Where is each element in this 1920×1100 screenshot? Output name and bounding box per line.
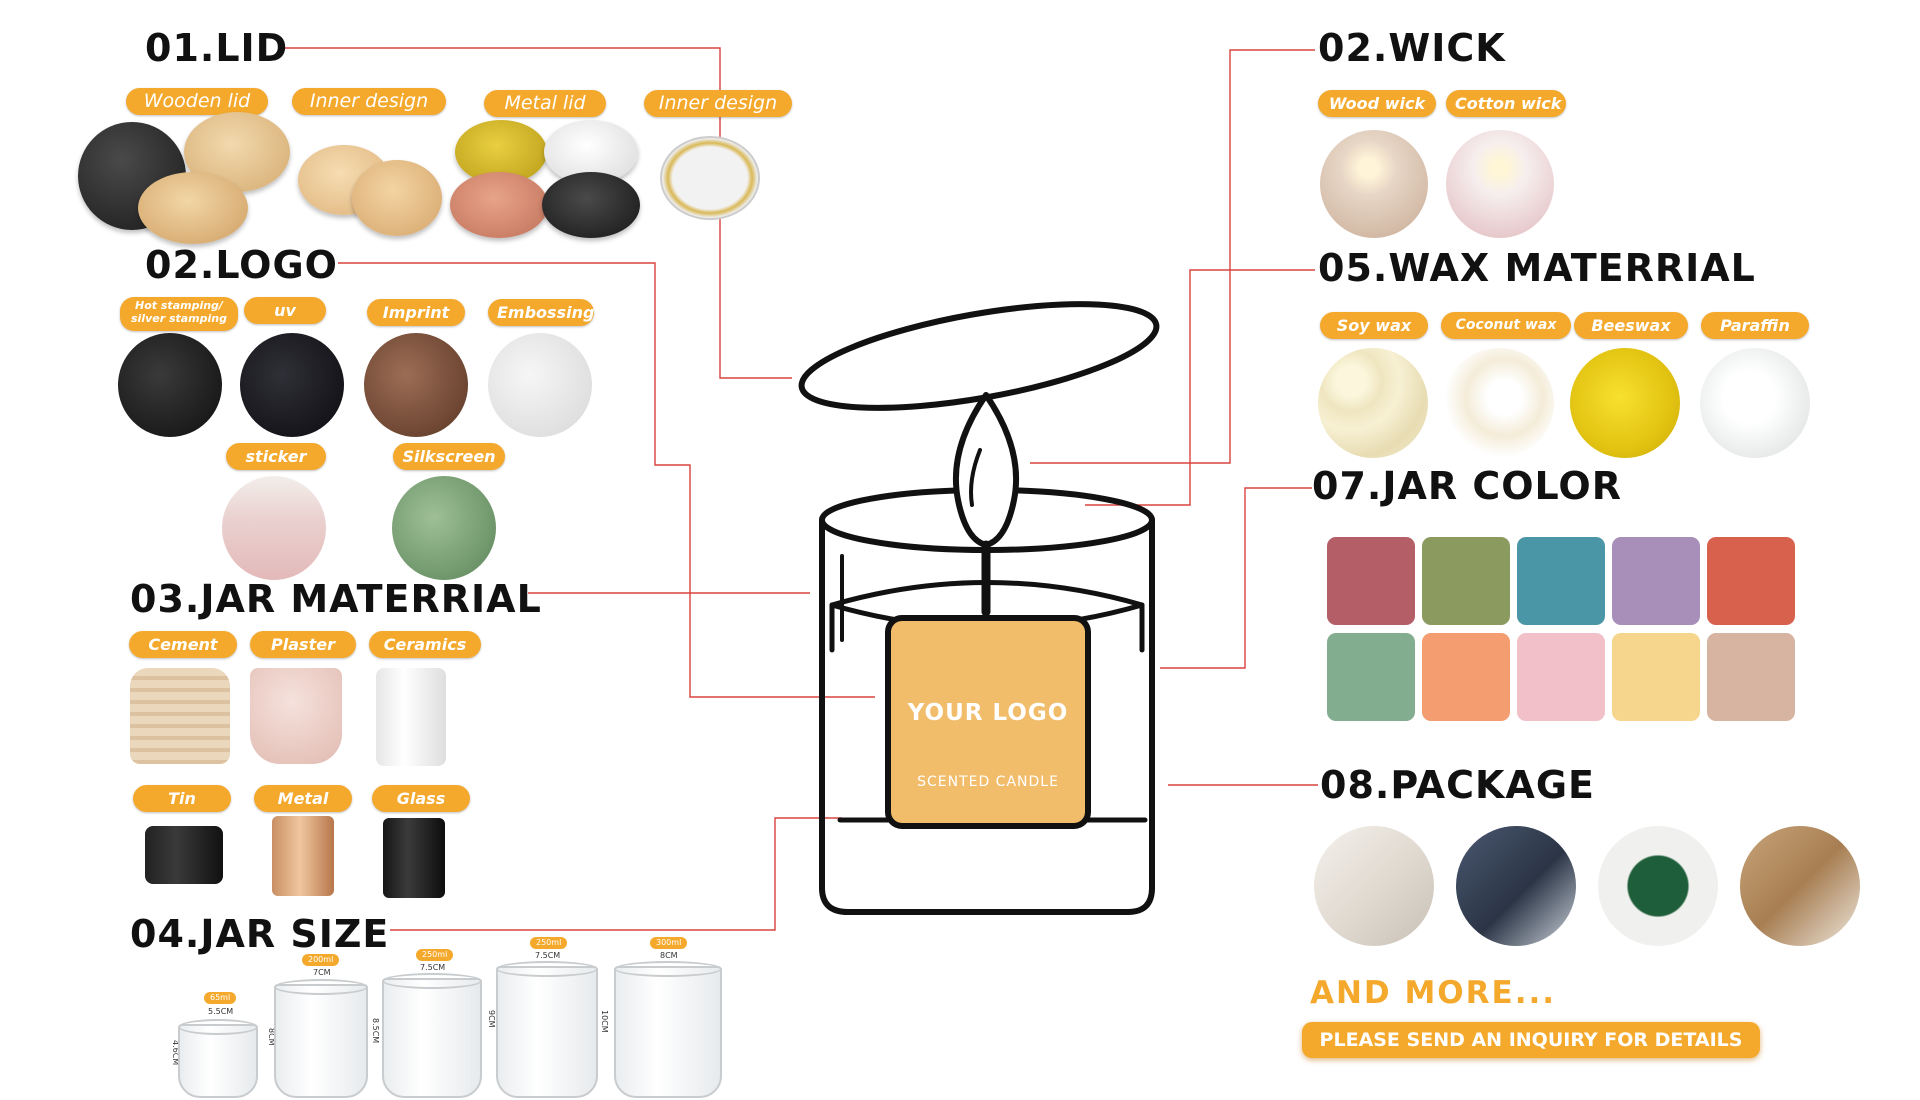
jar-glass-image xyxy=(383,818,445,898)
jar-color-swatch-5[interactable] xyxy=(1707,537,1795,625)
lid-option-inner-design-2[interactable]: Inner design xyxy=(644,90,792,117)
package-kraft-box-image xyxy=(1740,826,1860,946)
wax-beeswax-image xyxy=(1570,348,1680,458)
jar-size-5-height: 10CM xyxy=(600,1010,609,1033)
jar-cement-image xyxy=(130,668,230,764)
jar-color-swatch-8[interactable] xyxy=(1517,633,1605,721)
candle-lid xyxy=(798,301,1160,411)
jar-size-1-volume: 65ml xyxy=(204,992,237,1004)
connector-wick xyxy=(1030,49,1315,464)
logo-option-embossing[interactable]: Embossing xyxy=(488,299,594,326)
jar-size-1-width: 5.5CM xyxy=(208,1007,234,1016)
jar-color-title: 07.JAR COLOR xyxy=(1312,464,1622,508)
wax-soy-image xyxy=(1318,348,1428,458)
jar-material-option-cement[interactable]: Cement xyxy=(129,631,237,658)
lid-pine-image-2 xyxy=(352,160,442,236)
package-white-box-image xyxy=(1314,826,1434,946)
logo-uv-image xyxy=(240,333,344,437)
lid-inner-design-image xyxy=(660,136,760,220)
candle-wax-surface xyxy=(829,580,1145,630)
inquiry-banner[interactable]: PLEASE SEND AN INQUIRY FOR DETAILS xyxy=(1302,1022,1760,1058)
jar-size-2-width: 7CM xyxy=(313,968,331,977)
jar-size-3-glass xyxy=(382,973,482,1098)
jar-color-swatch-2[interactable] xyxy=(1422,537,1510,625)
jar-size-5-glass xyxy=(614,961,722,1098)
jar-tin-image xyxy=(145,826,223,884)
logo-option-sticker[interactable]: sticker xyxy=(226,443,326,470)
lid-wood-image-2 xyxy=(138,172,248,244)
logo-option-imprint[interactable]: Imprint xyxy=(367,299,465,326)
wax-option-beeswax[interactable]: Beeswax xyxy=(1574,312,1688,339)
jar-color-swatch-1[interactable] xyxy=(1327,537,1415,625)
lid-copper-image xyxy=(450,172,548,238)
wick-option-cotton[interactable]: Cotton wick xyxy=(1446,90,1566,117)
wick-wood-image xyxy=(1320,130,1428,238)
jar-size-5-width: 8CM xyxy=(660,951,678,960)
jar-size-2-glass xyxy=(274,979,368,1098)
jar-size-1-glass xyxy=(178,1019,258,1098)
jar-color-swatch-3[interactable] xyxy=(1517,537,1605,625)
jar-size-title: 04.JAR SIZE xyxy=(130,912,390,956)
connector-jar-color xyxy=(1160,487,1312,669)
wax-option-paraffin[interactable]: Paraffin xyxy=(1701,312,1809,339)
logo-option-silkscreen[interactable]: Silkscreen xyxy=(393,443,505,470)
jar-size-2-volume: 200ml xyxy=(302,954,340,966)
jar-material-option-ceramics[interactable]: Ceramics xyxy=(369,631,481,658)
wax-coconut-image xyxy=(1444,348,1554,458)
wax-option-coconut[interactable]: Coconut wax xyxy=(1441,312,1571,339)
lid-option-inner-design-1[interactable]: Inner design xyxy=(292,88,446,115)
connector-wax xyxy=(1085,269,1315,506)
jar-ceramics-image xyxy=(376,668,446,766)
jar-size-3-height: 8.5CM xyxy=(371,1018,380,1044)
jar-material-option-tin[interactable]: Tin xyxy=(133,785,231,812)
more-options-text: AND MORE... xyxy=(1310,975,1557,1011)
wick-title: 02.WICK xyxy=(1318,26,1506,70)
lid-option-metal[interactable]: Metal lid xyxy=(484,90,606,117)
jar-color-swatch-10[interactable] xyxy=(1707,633,1795,721)
logo-hot-stamping-image xyxy=(118,333,222,437)
jar-size-4-glass xyxy=(496,961,598,1098)
package-green-box-image xyxy=(1598,826,1718,946)
lid-title: 01.LID xyxy=(145,26,289,70)
jar-material-option-metal[interactable]: Metal xyxy=(254,785,352,812)
logo-title: 02.LOGO xyxy=(145,243,338,287)
package-title: 08.PACKAGE xyxy=(1320,763,1595,807)
jar-plaster-image xyxy=(250,668,342,764)
candle-flame xyxy=(952,392,1020,548)
jar-size-3-width: 7.5CM xyxy=(420,963,446,972)
jar-size-4-width: 7.5CM xyxy=(535,951,561,960)
candle-illustration xyxy=(798,301,1160,915)
jar-material-title: 03.JAR MATERRIAL xyxy=(130,577,542,621)
lid-matte-black-image xyxy=(542,172,640,238)
logo-silkscreen-image xyxy=(392,476,496,580)
jar-size-4-volume: 250ml xyxy=(530,937,568,949)
jar-metal-image xyxy=(272,816,334,896)
wax-option-soy[interactable]: Soy wax xyxy=(1320,312,1428,339)
wick-cotton-image xyxy=(1446,130,1554,238)
jar-size-4-height: 9CM xyxy=(487,1010,496,1028)
logo-option-hot-stamping[interactable]: Hot stamping/ silver stamping xyxy=(120,297,238,331)
logo-sticker-image xyxy=(222,476,326,580)
wax-material-title: 05.WAX MATERRIAL xyxy=(1318,246,1756,290)
jar-size-5-volume: 300ml xyxy=(650,937,688,949)
wax-paraffin-image xyxy=(1700,348,1810,458)
jar-color-swatch-4[interactable] xyxy=(1612,537,1700,625)
candle-label-main: YOUR LOGO xyxy=(907,700,1069,726)
jar-size-3-volume: 250ml xyxy=(416,949,454,961)
logo-option-uv[interactable]: uv xyxy=(244,297,326,324)
candle-jar-rim xyxy=(819,487,1155,553)
logo-embossing-image xyxy=(488,333,592,437)
jar-color-swatch-7[interactable] xyxy=(1422,633,1510,721)
wick-option-wood[interactable]: Wood wick xyxy=(1318,90,1436,117)
jar-color-swatch-9[interactable] xyxy=(1612,633,1700,721)
jar-material-option-glass[interactable]: Glass xyxy=(372,785,470,812)
candle-label-sub: SCENTED CANDLE xyxy=(917,774,1059,790)
jar-material-option-plaster[interactable]: Plaster xyxy=(250,631,356,658)
package-navy-box-image xyxy=(1456,826,1576,946)
jar-color-swatch-6[interactable] xyxy=(1327,633,1415,721)
connector-jar-size xyxy=(390,817,842,931)
lid-option-wooden[interactable]: Wooden lid xyxy=(126,88,268,115)
logo-imprint-image xyxy=(364,333,468,437)
